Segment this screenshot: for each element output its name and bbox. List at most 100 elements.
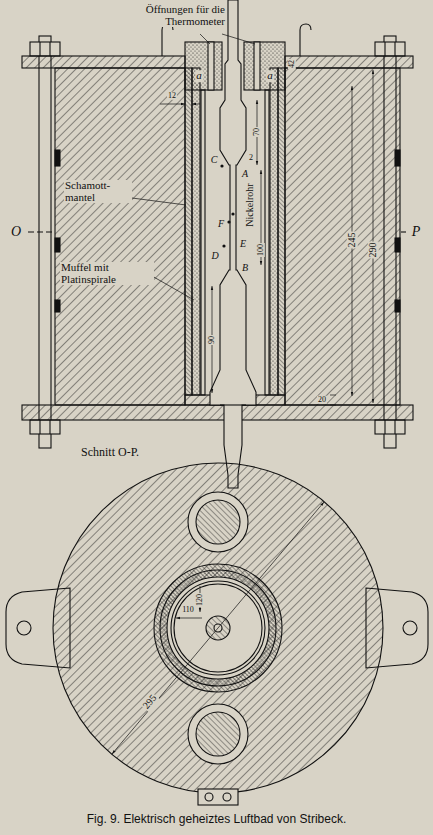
point-letter: B — [241, 263, 249, 274]
tie-bolt — [384, 420, 385, 434]
dimension-line — [373, 70, 374, 403]
bolt-section — [188, 704, 248, 764]
tie-bolt — [394, 42, 395, 56]
bolt-section — [188, 492, 248, 552]
tie-bolt — [39, 42, 40, 56]
tie-bolt — [375, 420, 405, 434]
point-letter: A — [241, 169, 249, 180]
mounting-lug — [17, 621, 31, 635]
nickel-tube — [201, 90, 205, 395]
section-letter: P — [411, 225, 422, 240]
part-letter: a — [195, 70, 203, 82]
thermometer-hook — [162, 24, 173, 56]
measuring-point — [220, 164, 223, 167]
tie-bolt — [49, 42, 50, 56]
leader-line — [132, 198, 186, 205]
housing-section — [53, 463, 383, 793]
grip-edge — [220, 404, 246, 405]
leader-line — [200, 34, 210, 44]
muffle-platinum-coil — [192, 68, 200, 395]
tie-bolt — [375, 42, 405, 56]
fireclay-jacket — [185, 68, 192, 395]
part-label: Schamott- mantel — [64, 180, 132, 203]
insulating-cap — [208, 42, 214, 90]
leader-line — [132, 34, 255, 300]
tie-bolt — [30, 42, 60, 56]
dimension-line — [112, 502, 324, 754]
leader-line — [152, 276, 194, 300]
fireclay-jacket — [278, 68, 285, 395]
tie-bolt — [49, 420, 50, 434]
tie-bolt — [30, 420, 60, 434]
muffle-platinum-coil — [270, 68, 278, 395]
thermometer-hook — [300, 24, 311, 56]
body-wall — [395, 150, 400, 166]
measuring-point — [222, 244, 225, 247]
part-letter: a — [266, 70, 274, 82]
part-label: Muffel mit Platinspirale — [60, 262, 154, 285]
measuring-point — [231, 212, 234, 215]
dimension-line — [330, 405, 336, 406]
point-letter: C — [210, 155, 219, 166]
end-plate — [285, 56, 413, 68]
dimension-value: 12 — [167, 92, 177, 100]
section-letter: O — [10, 225, 22, 240]
leader-line — [222, 34, 255, 44]
nickel-tube — [265, 90, 269, 395]
body-wall — [55, 238, 60, 252]
view-title: Schnitt O-P. — [80, 446, 140, 459]
dimension-line — [160, 104, 185, 105]
section-line — [401, 231, 406, 232]
insulating-cap — [244, 42, 285, 90]
section-line — [28, 231, 54, 232]
insulating-cap — [185, 42, 222, 90]
dimension-line — [112, 502, 324, 754]
dimension-value: 2 — [248, 154, 254, 162]
dimension-value: 70 — [253, 127, 261, 137]
point-letter: F — [217, 219, 225, 230]
body-wall — [55, 300, 60, 312]
figure-caption: Fig. 9. Elektrisch geheiztes Luftbad von… — [0, 812, 433, 826]
dimension-value: 245 — [347, 232, 358, 249]
end-plate — [22, 56, 413, 420]
measuring-point — [220, 164, 234, 247]
terminal-block — [198, 789, 238, 805]
end-plate — [22, 405, 413, 420]
bolt-section — [196, 712, 240, 756]
callout-note: Öffnungen für die Thermometer — [128, 4, 226, 27]
bolt-section — [196, 500, 240, 544]
point-letter: E — [239, 239, 247, 250]
dimension-value: 42 — [288, 59, 296, 69]
dimension-value: 100 — [257, 243, 265, 257]
tie-bolt — [394, 420, 395, 434]
tie-bolt — [384, 42, 385, 56]
body-wall — [55, 68, 185, 405]
body-wall — [55, 150, 60, 166]
dimension-line — [330, 395, 336, 396]
dimension-value: 110 — [181, 606, 195, 614]
dimension-value: 20 — [317, 396, 327, 404]
dimension-line — [160, 70, 373, 405]
body-wall — [395, 300, 400, 312]
part-label: Nickelrohr — [245, 182, 256, 227]
insulating-cap — [254, 42, 260, 90]
dimension-value: 90 — [208, 335, 216, 345]
elevation-section — [22, 0, 413, 488]
mounting-lug — [403, 621, 417, 635]
dimension-value: 120 — [196, 593, 204, 607]
dimension-line — [192, 104, 200, 105]
dimension-value: 290 — [368, 242, 379, 259]
test-specimen — [210, 0, 256, 488]
plan-section — [6, 463, 428, 805]
tie-bolt — [39, 36, 51, 448]
point-letter: D — [210, 251, 219, 262]
terminal-block — [205, 793, 213, 801]
end-plate — [22, 56, 185, 68]
body-wall — [285, 68, 400, 405]
terminal-block — [198, 789, 238, 805]
body-wall — [395, 238, 400, 252]
dimension-line — [176, 618, 202, 619]
measuring-point — [227, 220, 230, 223]
